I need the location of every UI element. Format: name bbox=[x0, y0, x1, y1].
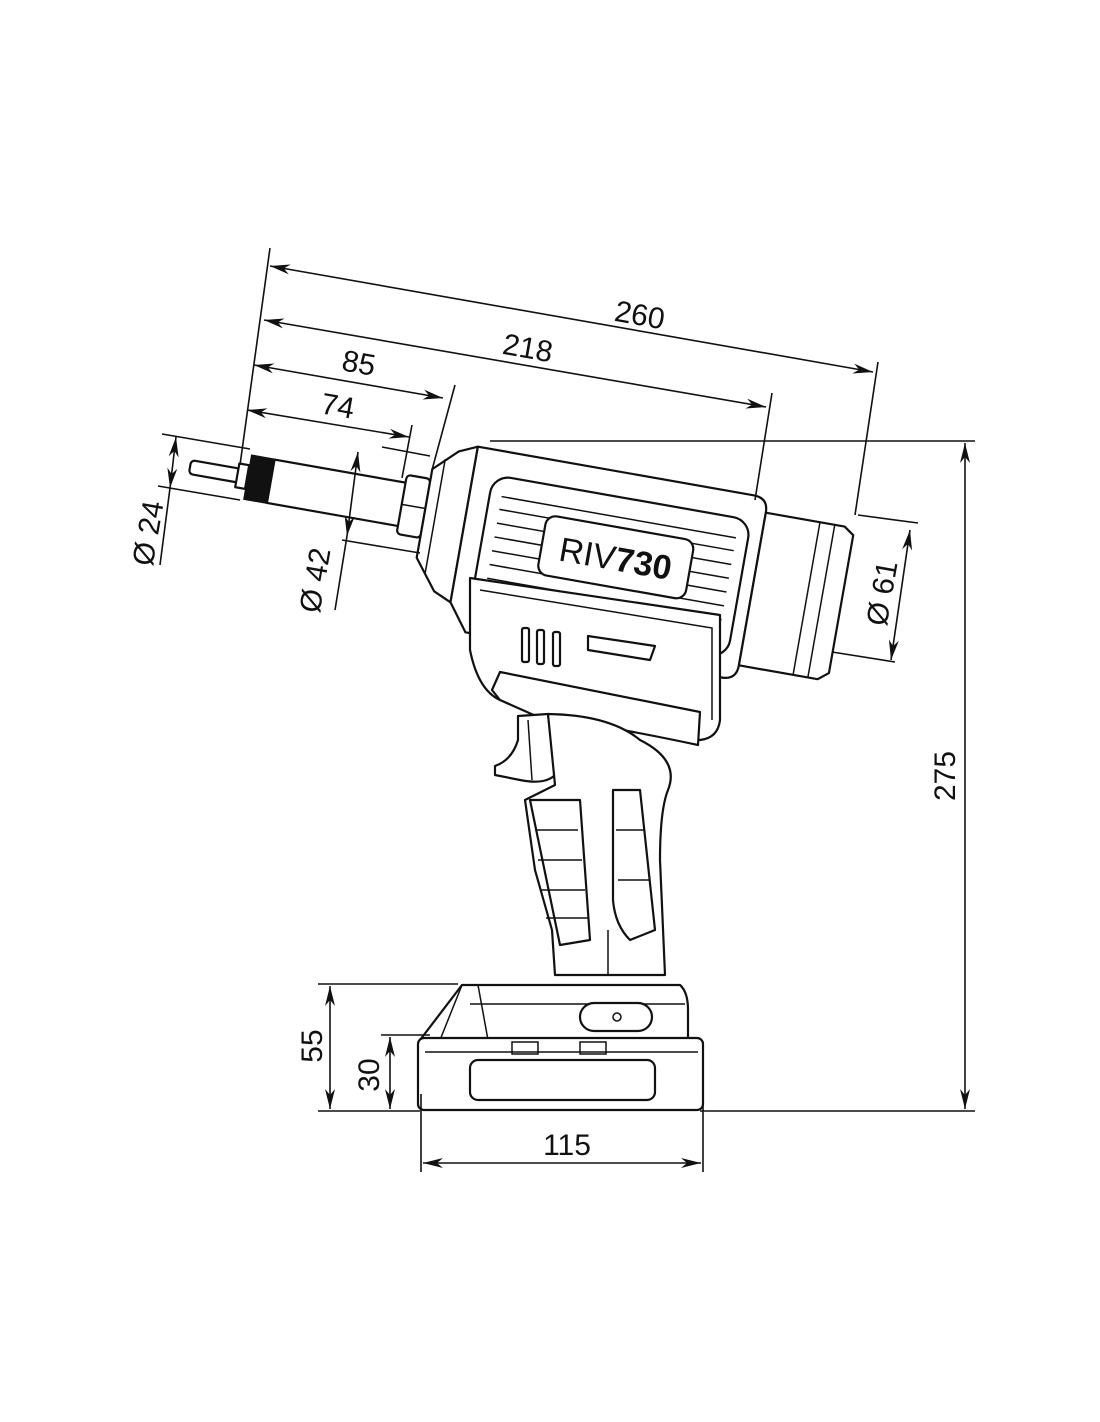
dim-label-dia-24: Ø 24 bbox=[127, 498, 171, 568]
battery-release-button bbox=[578, 1001, 654, 1033]
dim-line-dia-24 bbox=[167, 436, 179, 489]
dim-label-85: 85 bbox=[339, 344, 378, 382]
dim-line-218 bbox=[263, 318, 767, 409]
trigger bbox=[493, 712, 557, 783]
dim-line-85 bbox=[253, 363, 444, 400]
rear-cylinder bbox=[737, 511, 855, 681]
mandrel-pin bbox=[188, 459, 241, 484]
battery-pack bbox=[416, 983, 705, 1112]
knurled-nut bbox=[243, 454, 275, 504]
dim-label-260: 260 bbox=[612, 295, 667, 336]
brand-plate bbox=[537, 515, 695, 600]
dim-line-74 bbox=[246, 408, 410, 439]
tool-body bbox=[468, 576, 722, 977]
dim-line-dia-61 bbox=[888, 529, 913, 661]
dim-label-dia-42: Ø 42 bbox=[294, 545, 338, 615]
mode-switch bbox=[586, 634, 657, 662]
dim-label-55: 55 bbox=[296, 1029, 329, 1062]
dim-line-dia-42 bbox=[344, 451, 361, 537]
led-indicators bbox=[520, 626, 562, 668]
nozzle-body bbox=[265, 458, 409, 528]
dim-label-275: 275 bbox=[929, 751, 962, 801]
grip-pad-rear bbox=[611, 788, 657, 942]
dim-label-30: 30 bbox=[353, 1058, 386, 1091]
dimensions: 260 218 85 74 Ø 24 Ø 42 Ø 61 275 55 bbox=[127, 247, 975, 1172]
grip-pad-front bbox=[528, 798, 592, 947]
dim-label-115: 115 bbox=[543, 1129, 591, 1162]
dim-label-74: 74 bbox=[318, 387, 357, 425]
